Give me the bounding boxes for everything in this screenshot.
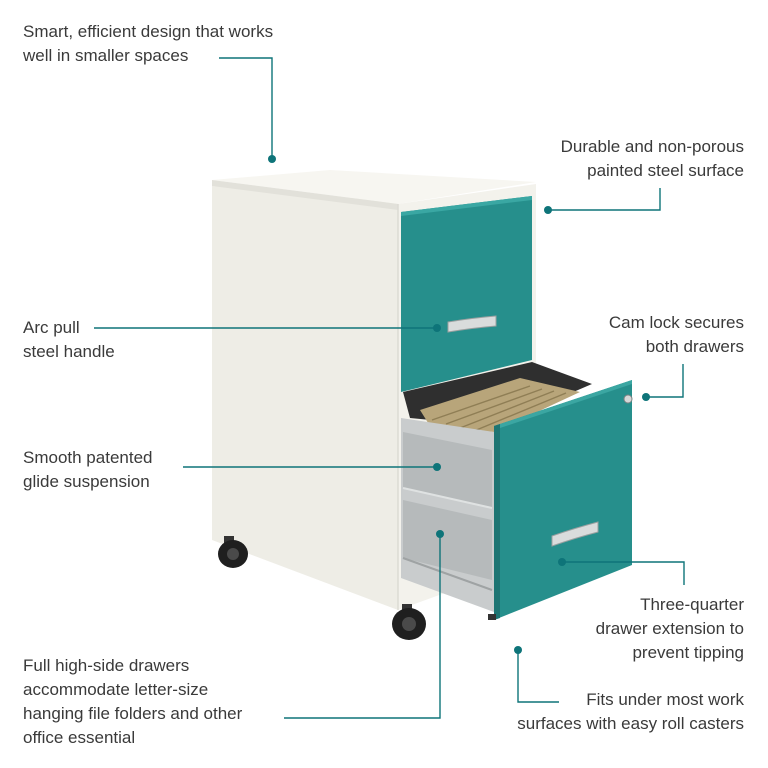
callout-casters: Fits under most work surfaces with easy … — [517, 690, 744, 733]
bottom-drawer-handle — [551, 521, 599, 547]
callout-design: Smart, efficient design that works well … — [23, 22, 274, 65]
callout-lock: Cam lock secures both drawers — [608, 313, 744, 356]
cam-lock — [623, 394, 633, 404]
top-drawer-handle — [447, 315, 497, 333]
cabinet-top — [212, 170, 536, 204]
callout-handle: Arc pull steel handle — [23, 318, 115, 361]
caster-wheels — [218, 536, 496, 640]
callout-surface: Durable and non-porous painted steel sur… — [560, 137, 744, 180]
callout-extension: Three-quarter drawer extension to preven… — [595, 595, 744, 662]
callout-dots — [268, 155, 650, 654]
callout-drawers: Full high-side drawers accommodate lette… — [23, 656, 243, 747]
top-drawer-front — [401, 196, 532, 392]
callout-leader-lines — [94, 57, 685, 719]
cabinet-side-panel — [212, 186, 398, 610]
bottom-drawer-front — [494, 380, 632, 620]
callout-glide: Smooth patented glide suspension — [23, 448, 153, 491]
